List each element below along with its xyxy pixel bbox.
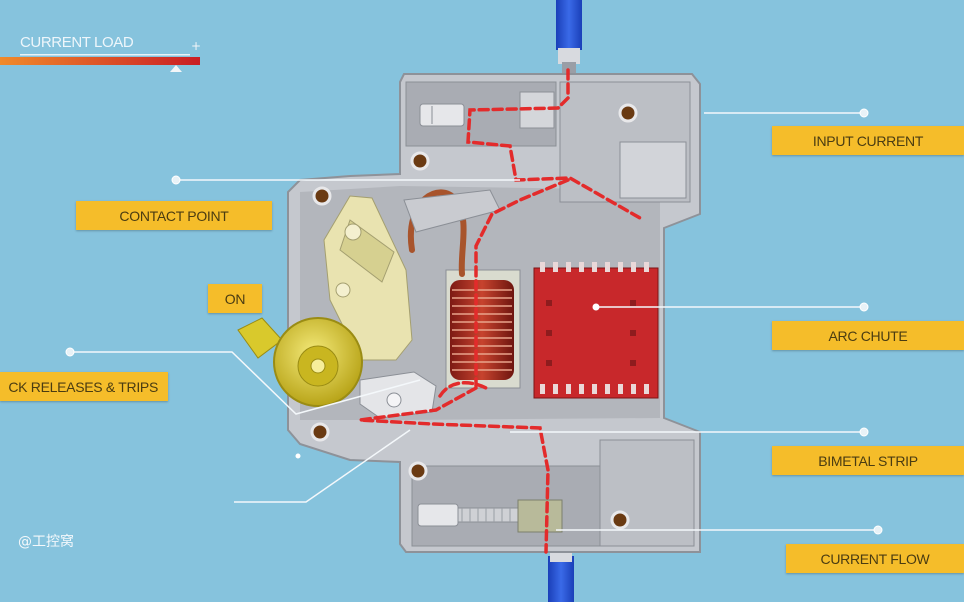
current-load-track	[20, 54, 190, 56]
rivet	[312, 186, 332, 206]
leader-bottom	[234, 429, 411, 503]
current-load-title: CURRENT LOAD	[20, 34, 134, 51]
leader-dots	[65, 108, 883, 535]
rivet	[310, 422, 330, 442]
current-load-indicator	[0, 54, 200, 72]
label-contact-point: CONTACT POINT	[76, 201, 272, 230]
label-input-current: INPUT CURRENT	[772, 126, 964, 155]
leader-lines	[72, 112, 876, 531]
arc-chute	[533, 262, 659, 399]
watermark: @工控窝	[18, 534, 74, 550]
label-on: ON	[208, 284, 262, 313]
label-arc-chute: ARC CHUTE	[772, 321, 964, 350]
label-releases-trips: CK RELEASES & TRIPS	[0, 372, 168, 401]
current-path	[359, 68, 642, 554]
output-wire	[548, 548, 574, 602]
current-load-marker	[170, 65, 182, 72]
rivets	[310, 103, 638, 530]
rivet	[410, 151, 430, 171]
label-current-flow: CURRENT FLOW	[786, 544, 964, 573]
rivet	[408, 461, 428, 481]
contact-lever	[323, 189, 501, 361]
input-wire	[556, 0, 582, 74]
rivet	[618, 103, 638, 123]
rivet	[610, 510, 630, 530]
bottom-terminal-screw	[417, 499, 563, 533]
leader-releases-trips	[72, 351, 421, 415]
label-bimetal-strip: BIMETAL STRIP	[772, 446, 964, 475]
solenoid-coil	[445, 269, 521, 389]
current-load-bar	[0, 57, 200, 65]
toggle-knob[interactable]	[237, 317, 363, 407]
plus-icon: +	[191, 39, 202, 53]
